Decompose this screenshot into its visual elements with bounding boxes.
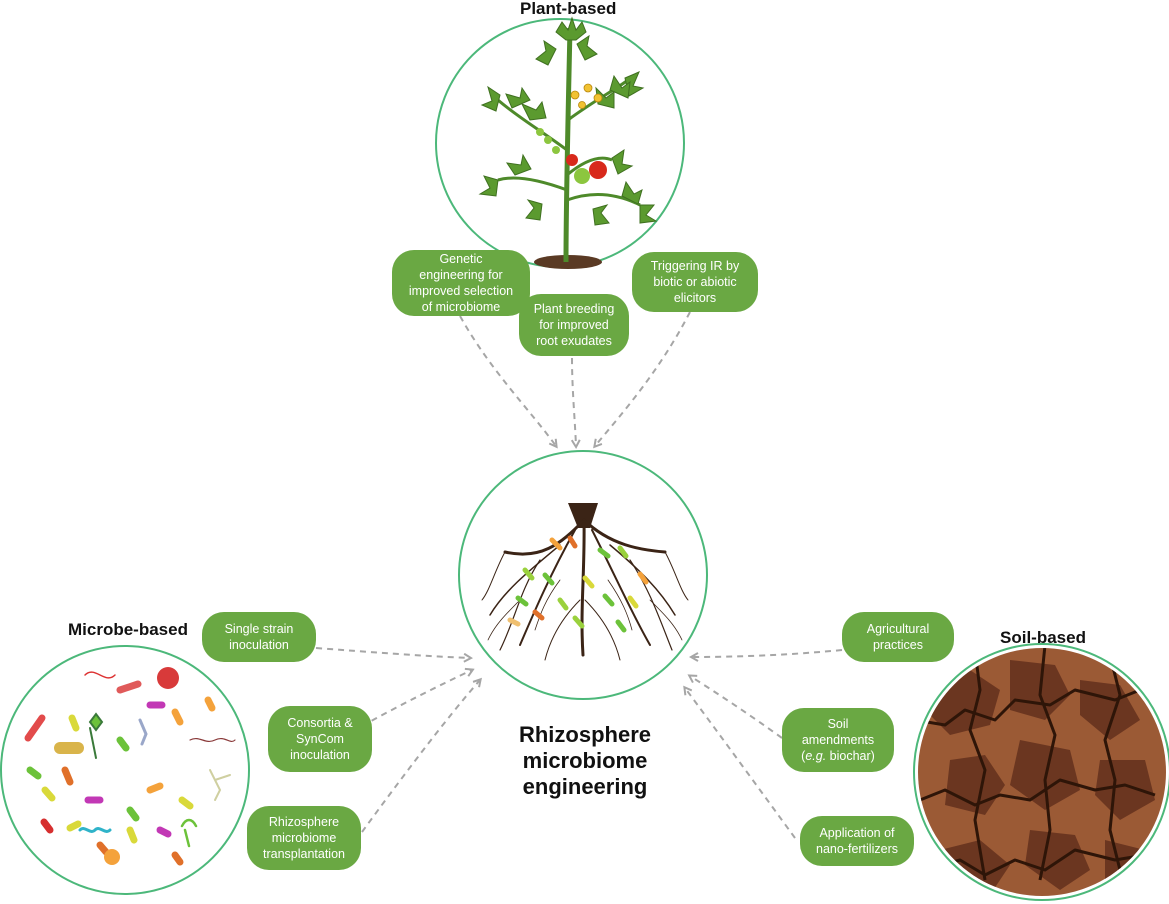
arrow-breeding [572, 357, 576, 446]
pill-text: microbiome [271, 831, 337, 845]
center-title: Rhizosphere microbiome engineering [470, 722, 700, 800]
pill-text: biochar) [826, 749, 875, 763]
center-title-line: Rhizosphere [518, 722, 652, 747]
arrow-genetic [459, 315, 556, 446]
plant-breeding-pill: Plant breeding for improved root exudate… [519, 294, 629, 356]
pill-text: SynCom [296, 732, 344, 746]
pill-text: Consortia & [287, 716, 353, 730]
pill-text: root exudates [536, 334, 612, 348]
pill-text: Single strain [224, 622, 294, 636]
arrow-agri [692, 649, 843, 657]
triggering-ir-pill: Triggering IR by biotic or abiotic elici… [632, 252, 758, 312]
pill-text: Plant breeding [533, 302, 615, 316]
pill-text: Triggering IR by [650, 259, 740, 273]
pill-text: Soil [827, 717, 849, 731]
arrow-single [315, 647, 470, 658]
microbe-circle [0, 645, 250, 895]
connector-arrows [315, 311, 843, 839]
microbes-icon [24, 667, 236, 866]
plant-based-heading: Plant-based [520, 0, 617, 18]
pill-text: engineering for [419, 268, 503, 282]
pill-text: ( [801, 749, 806, 763]
arrow-amend [690, 676, 783, 739]
pill-text: nano-fertilizers [816, 842, 898, 856]
genetic-engineering-pill: Genetic engineering for improved selecti… [392, 250, 530, 316]
pill-text: Application of [819, 826, 895, 840]
pill-text: inoculation [229, 638, 289, 652]
nano-fertilizers-pill: Application of nano-fertilizers [800, 816, 914, 866]
soil-based-heading: Soil-based [1000, 628, 1086, 647]
arrow-transplant [361, 680, 480, 833]
soil-amendments-pill: Soil amendments (e.g. biochar) [782, 708, 894, 772]
pill-text: for improved [539, 318, 609, 332]
pill-text: (e.g. biochar) [801, 748, 875, 764]
pill-text: improved selection [408, 284, 514, 298]
pill-text: Rhizosphere [268, 815, 340, 829]
arrow-nano [685, 688, 796, 839]
pill-text: amendments [801, 733, 875, 747]
arrow-consortia [361, 670, 472, 727]
root-system-icon [481, 503, 689, 661]
pill-text: e.g. [805, 749, 827, 763]
pill-text: Genetic [439, 252, 483, 266]
microbe-based-heading: Microbe-based [68, 620, 188, 639]
agricultural-practices-pill: Agricultural practices [842, 612, 954, 662]
center-title-line: engineering [522, 774, 648, 799]
plant-circle [435, 18, 685, 268]
consortia-syncom-pill: Consortia & SynCom inoculation [268, 706, 372, 772]
single-strain-pill: Single strain inoculation [202, 612, 316, 662]
pill-text: inoculation [290, 748, 350, 762]
pill-text: transplantation [262, 847, 345, 861]
arrow-triggering [595, 311, 691, 446]
pill-text: of microbiome [421, 300, 501, 314]
pill-text: elicitors [673, 291, 717, 305]
pill-text: practices [872, 638, 924, 652]
tomato-plant-icon [478, 16, 658, 269]
pill-text: Agricultural [866, 622, 930, 636]
center-title-line: microbiome [522, 748, 648, 773]
pill-text: biotic or abiotic [653, 275, 737, 289]
rhizosphere-transplantation-pill: Rhizosphere microbiome transplantation [247, 806, 361, 870]
